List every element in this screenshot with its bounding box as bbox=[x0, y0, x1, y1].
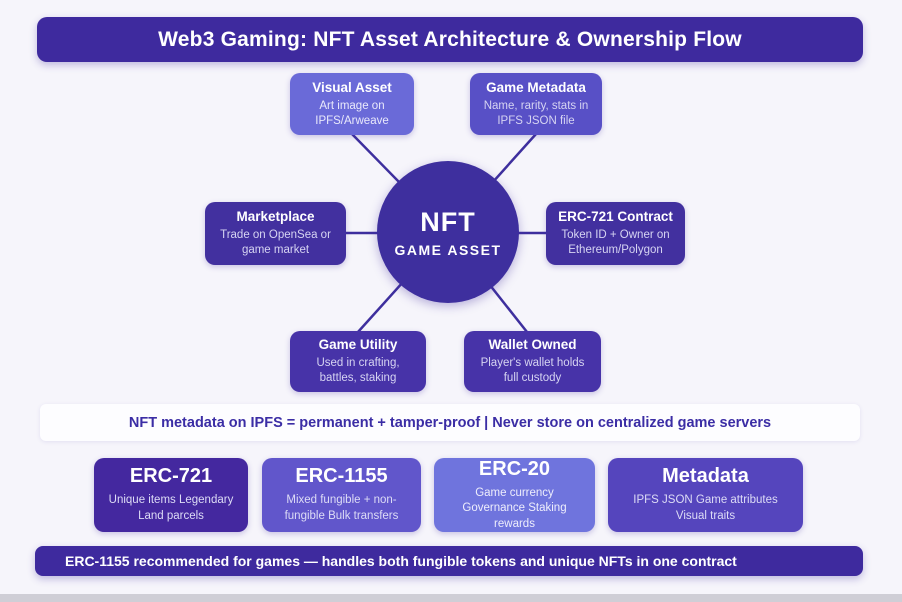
standard-erc20-title: ERC-20 bbox=[478, 457, 551, 480]
node-erc721-contract: ERC-721 Contract Token ID + Owner on Eth… bbox=[546, 202, 685, 265]
hub-title: NFT bbox=[420, 206, 476, 237]
node-marketplace: Marketplace Trade on OpenSea or game mar… bbox=[205, 202, 346, 265]
node-game-metadata-title: Game Metadata bbox=[486, 79, 586, 95]
bottom-edge-strip bbox=[0, 594, 902, 602]
hub-subtitle: GAME ASSET bbox=[394, 241, 502, 258]
standard-metadata: Metadata IPFS JSON Game attributes Visua… bbox=[608, 458, 803, 532]
node-visual-asset-title: Visual Asset bbox=[312, 79, 392, 95]
title-banner: Web3 Gaming: NFT Asset Architecture & Ow… bbox=[37, 17, 863, 62]
standard-erc721: ERC-721 Unique items Legendary Land parc… bbox=[94, 458, 248, 532]
footer-banner: ERC-1155 recommended for games — handles… bbox=[35, 546, 863, 576]
node-marketplace-title: Marketplace bbox=[236, 209, 315, 225]
standard-metadata-desc: IPFS JSON Game attributes Visual traits bbox=[633, 494, 778, 522]
node-game-metadata: Game Metadata Name, rarity, stats in IPF… bbox=[470, 73, 602, 135]
standard-erc20-desc: Game currency Governance Staking rewards bbox=[462, 486, 567, 530]
note-banner: NFT metadata on IPFS = permanent + tampe… bbox=[40, 404, 860, 441]
standard-erc721-desc: Unique items Legendary Land parcels bbox=[108, 494, 234, 522]
footer-banner-text: ERC-1155 recommended for games — handles… bbox=[65, 553, 737, 569]
page-title: Web3 Gaming: NFT Asset Architecture & Ow… bbox=[158, 27, 742, 51]
standard-metadata-title: Metadata bbox=[662, 465, 749, 488]
node-visual-asset-desc: Art image on IPFS/Arweave bbox=[315, 99, 389, 127]
node-game-utility: Game Utility Used in crafting, battles, … bbox=[290, 331, 426, 392]
node-wallet-owned: Wallet Owned Player's wallet holds full … bbox=[464, 331, 601, 392]
nft-hub-circle: NFT GAME ASSET bbox=[377, 161, 519, 303]
node-game-metadata-desc: Name, rarity, stats in IPFS JSON file bbox=[483, 99, 589, 127]
node-game-utility-desc: Used in crafting, battles, staking bbox=[316, 357, 400, 384]
node-wallet-owned-desc: Player's wallet holds full custody bbox=[480, 357, 585, 384]
node-marketplace-desc: Trade on OpenSea or game market bbox=[220, 229, 331, 256]
standard-erc1155: ERC-1155 Mixed fungible + non-fungible B… bbox=[262, 458, 421, 532]
note-banner-text: NFT metadata on IPFS = permanent + tampe… bbox=[128, 414, 772, 431]
node-visual-asset: Visual Asset Art image on IPFS/Arweave bbox=[290, 73, 414, 135]
node-erc721-contract-desc: Token ID + Owner on Ethereum/Polygon bbox=[561, 229, 670, 256]
node-game-utility-title: Game Utility bbox=[318, 337, 398, 353]
standard-erc721-title: ERC-721 bbox=[129, 465, 213, 488]
node-erc721-contract-title: ERC-721 Contract bbox=[558, 209, 673, 225]
standard-erc1155-title: ERC-1155 bbox=[295, 465, 388, 488]
standard-erc1155-desc: Mixed fungible + non-fungible Bulk trans… bbox=[284, 494, 399, 522]
node-wallet-owned-title: Wallet Owned bbox=[488, 337, 577, 353]
standard-erc20: ERC-20 Game currency Governance Staking … bbox=[434, 458, 595, 532]
